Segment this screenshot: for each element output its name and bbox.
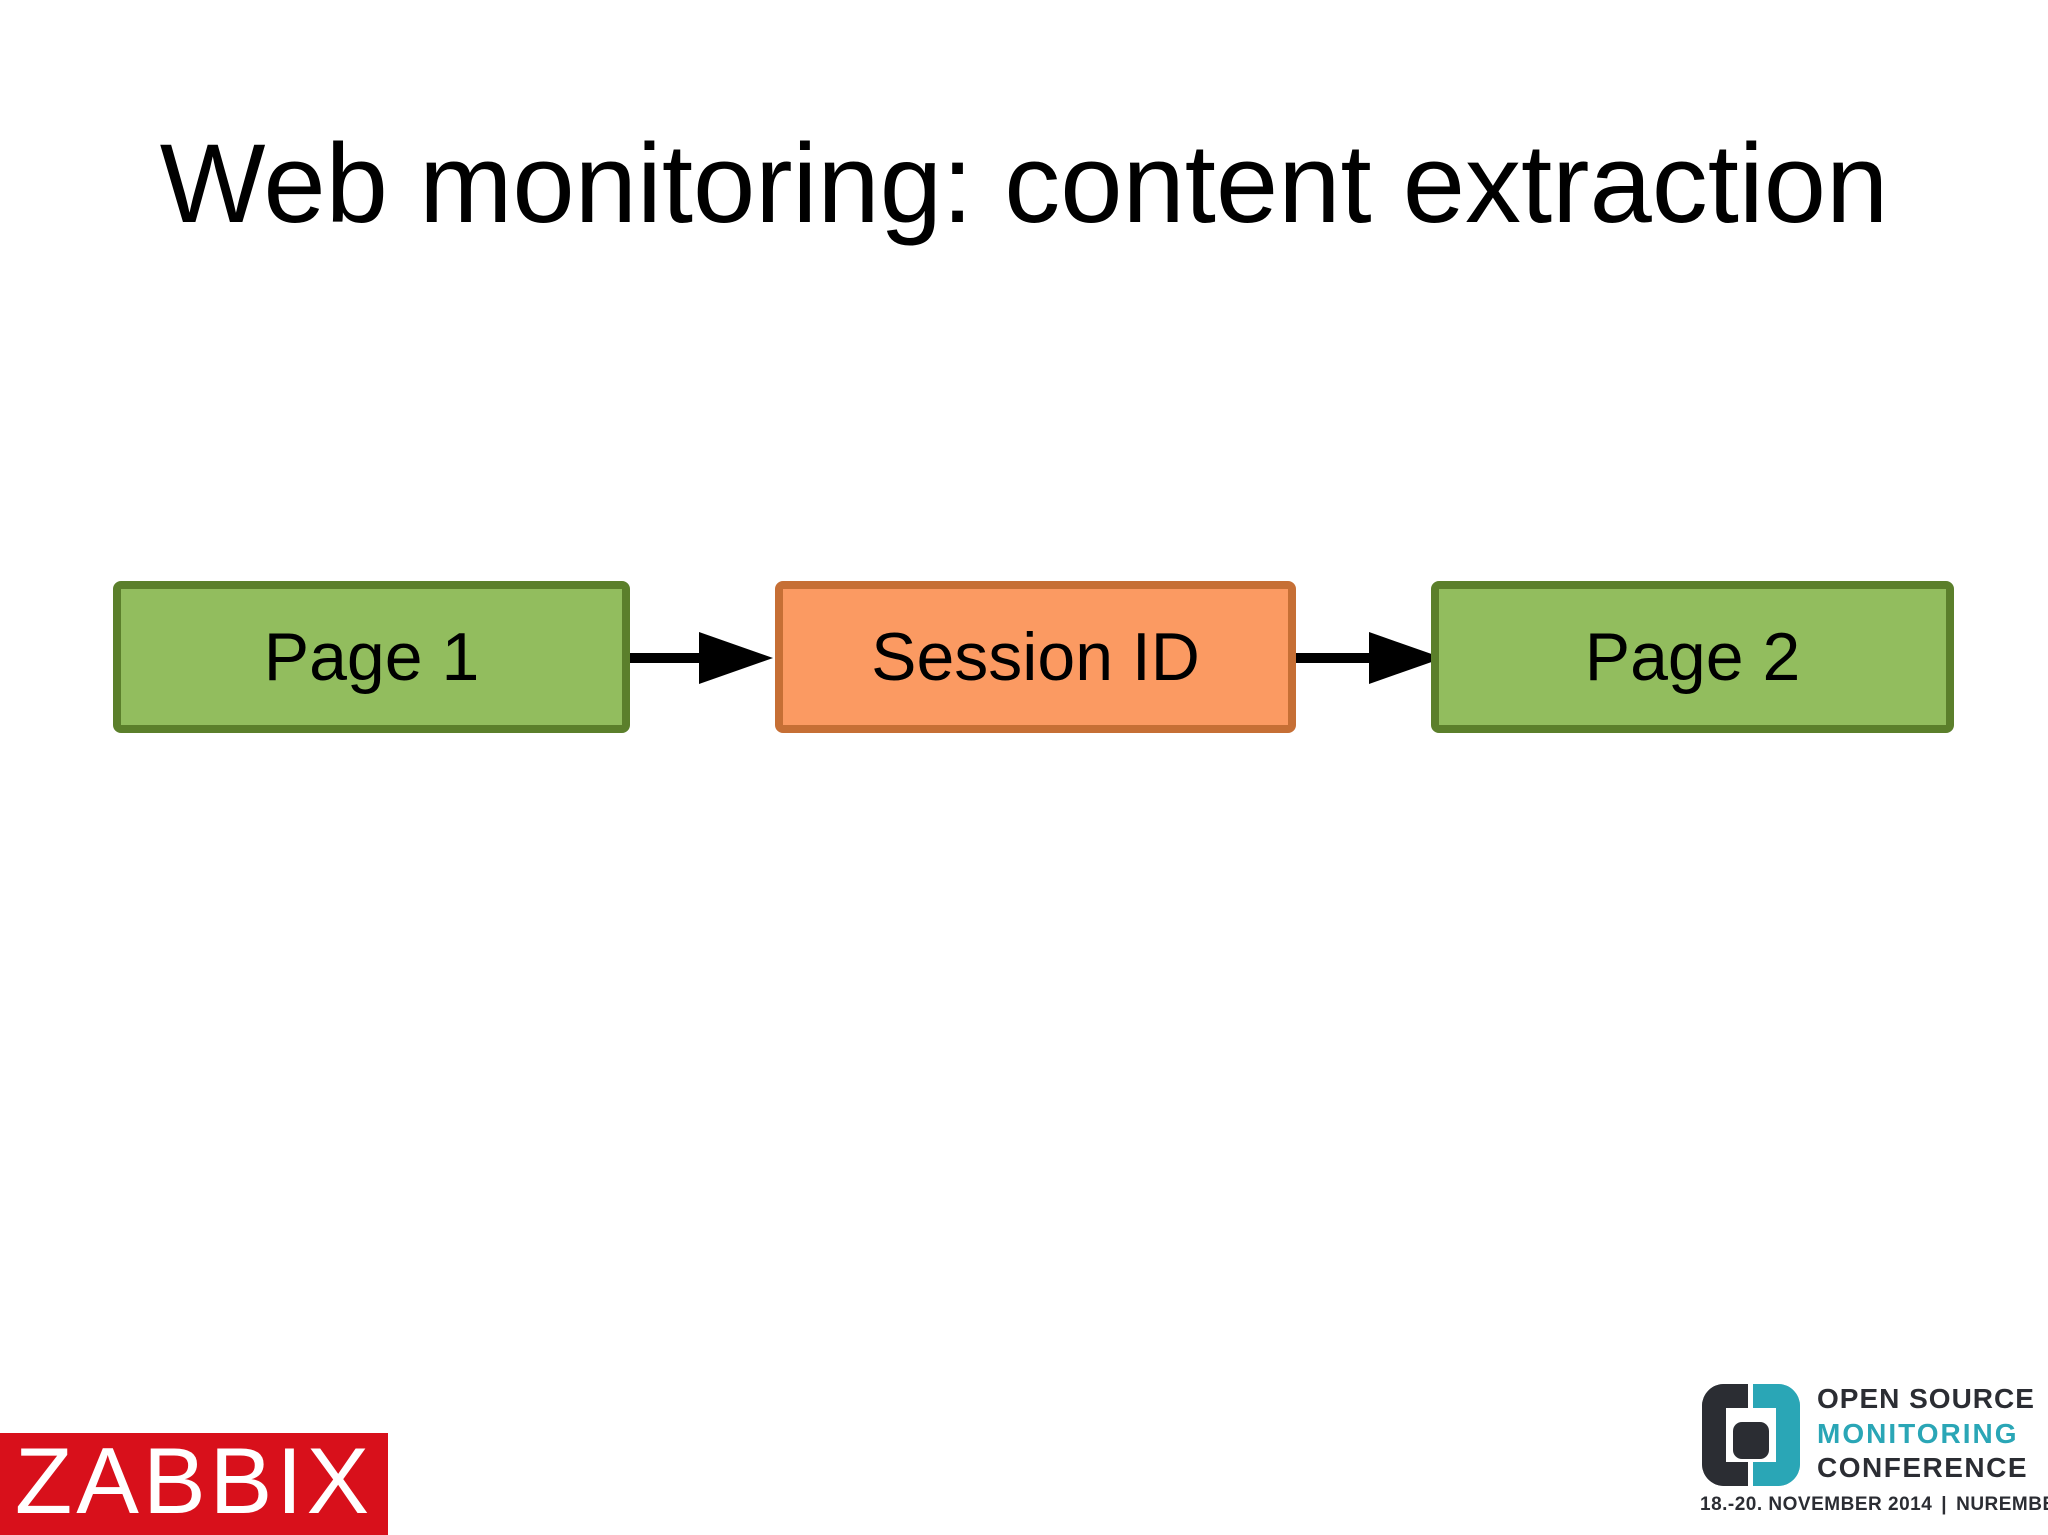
slide-title: Web monitoring: content extraction — [159, 121, 1889, 246]
osmc-line-monitoring: MONITORING — [1817, 1417, 2019, 1449]
node-session-id: Session ID — [775, 581, 1296, 733]
node-page-1: Page 1 — [113, 581, 630, 733]
zabbix-logo: ZABBIX — [0, 1428, 388, 1535]
left-bracket-icon — [1702, 1384, 1748, 1486]
osmc-line-conference: CONFERENCE — [1817, 1452, 2029, 1483]
osmc-line-open-source: OPEN SOURCE — [1817, 1383, 2035, 1414]
arrow-shaft — [1296, 653, 1373, 663]
arrow-head — [699, 632, 773, 684]
node-page-2: Page 2 — [1431, 581, 1954, 733]
osmc-location: NUREMBERG — [1956, 1494, 2048, 1515]
arrow-shaft — [630, 653, 703, 663]
center-square-icon — [1733, 1422, 1769, 1459]
arrow-head — [1369, 632, 1443, 684]
osmc-brackets-icon — [1702, 1384, 1800, 1486]
arrow-right-icon — [630, 632, 773, 684]
right-bracket-icon — [1753, 1384, 1800, 1486]
zabbix-logo-text: ZABBIX — [14, 1428, 374, 1533]
osmc-separator: | — [1941, 1494, 1948, 1515]
osmc-logo-text: OPEN SOURCE MONITORING CONFERENCE — [1817, 1382, 2035, 1486]
node-page-2-label: Page 2 — [1584, 619, 1801, 695]
osmc-date-line: 18.-20. NOVEMBER 2014 | NUREMBERG — [1700, 1494, 2048, 1516]
osmc-logo: OPEN SOURCE MONITORING CONFERENCE 18.-20… — [1700, 1382, 2048, 1527]
node-page-1-label: Page 1 — [263, 619, 480, 695]
arrow-right-icon — [1296, 632, 1443, 684]
node-session-id-label: Session ID — [871, 619, 1200, 695]
osmc-dates: 18.-20. NOVEMBER 2014 — [1700, 1494, 1933, 1515]
